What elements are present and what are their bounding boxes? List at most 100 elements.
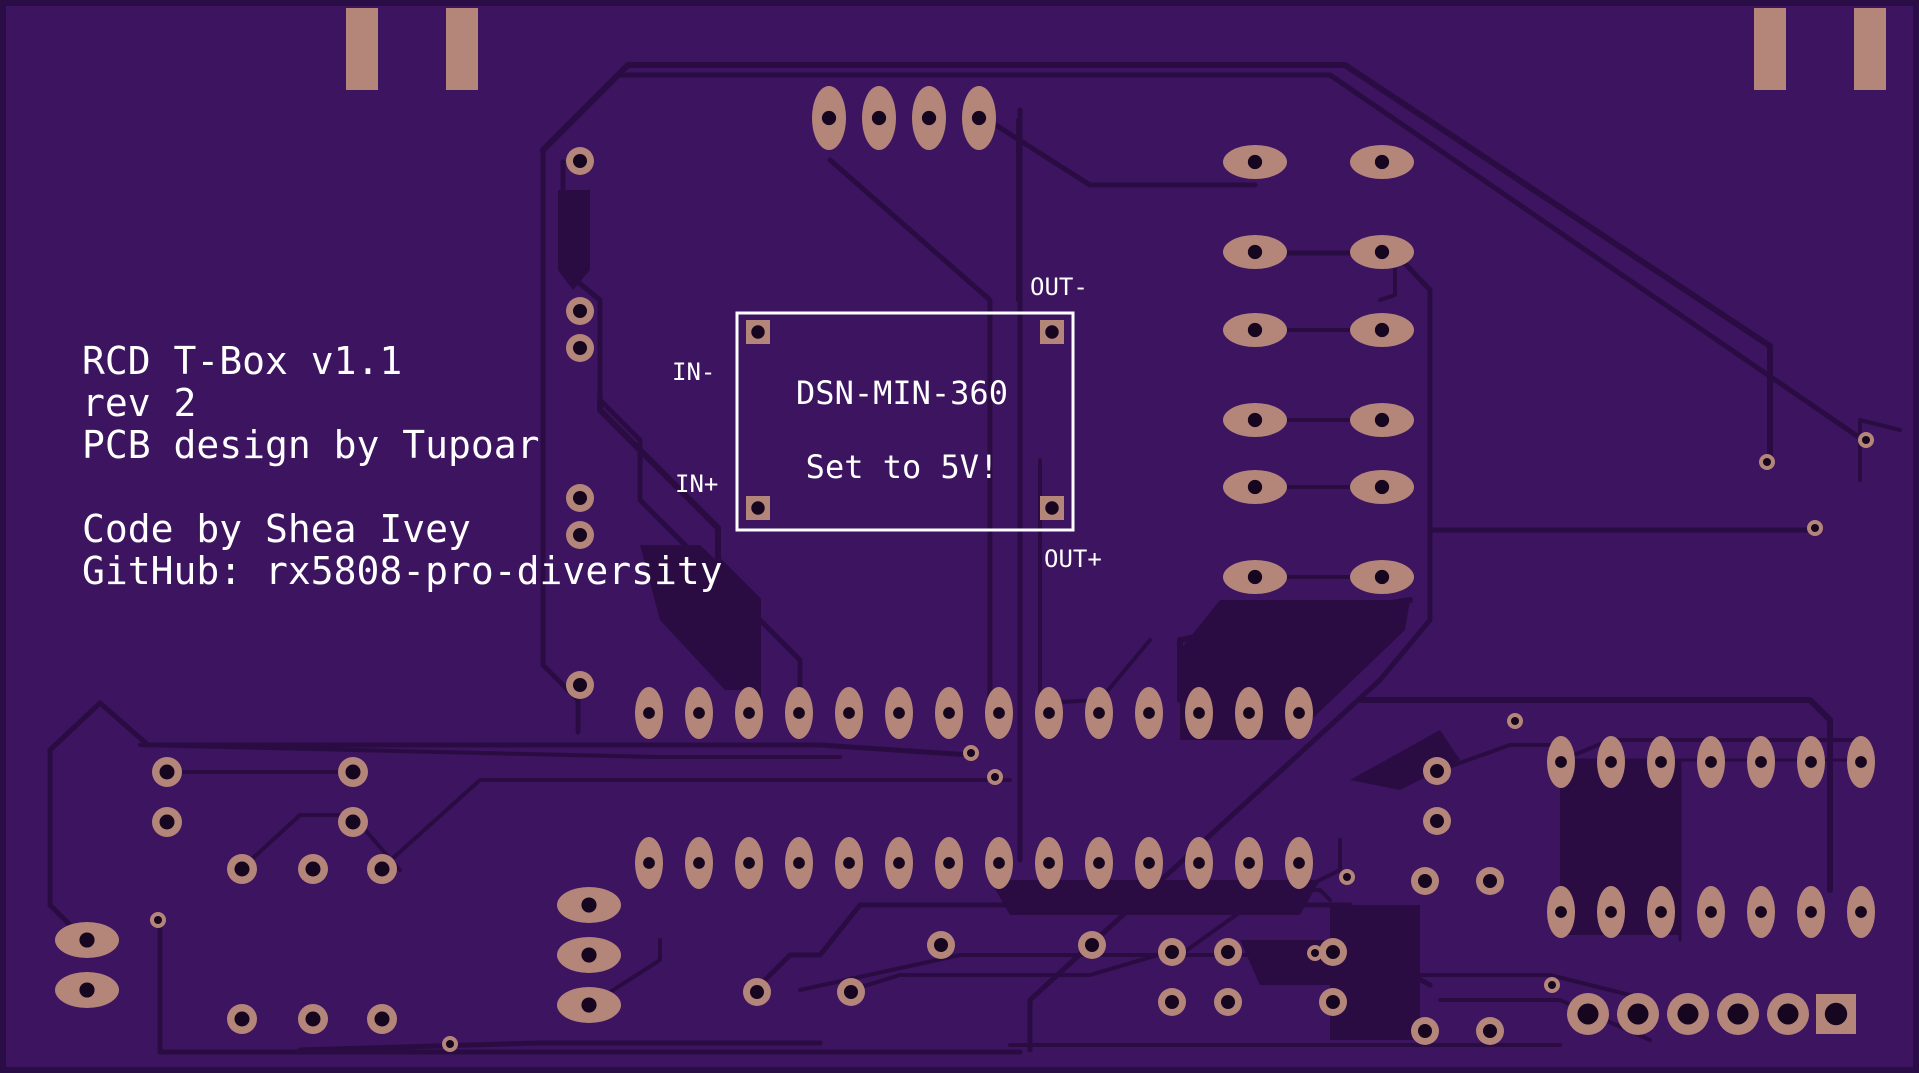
component-pad — [338, 757, 368, 787]
component-pad — [227, 1004, 257, 1034]
component-pad — [1411, 1017, 1439, 1045]
switch-pad — [1350, 403, 1414, 437]
copper-pour — [1350, 730, 1460, 790]
rx-pin — [1597, 886, 1625, 938]
component-pad — [1158, 938, 1186, 966]
rx-pin — [1697, 736, 1725, 788]
label-in-minus: IN- — [672, 358, 715, 386]
header-pin — [962, 86, 996, 150]
via — [566, 147, 594, 175]
mcu-pin — [1285, 687, 1313, 739]
pads-layer — [55, 8, 1886, 1052]
mcu-pin — [835, 687, 863, 739]
buzzer-pad — [557, 937, 621, 973]
mcu-pin — [1135, 687, 1163, 739]
mcu-pin — [685, 687, 713, 739]
silkscreen: RCD T-Box v1.1 rev 2 PCB design by Tupoa… — [82, 273, 1102, 593]
trace — [540, 147, 581, 735]
copper-pour — [1330, 905, 1420, 1040]
component-pad — [152, 757, 182, 787]
trace — [1858, 418, 1902, 482]
component-pad — [1423, 807, 1451, 835]
switch-pad — [1223, 145, 1287, 179]
mcu-pin — [885, 687, 913, 739]
rx-pin — [1647, 736, 1675, 788]
mcu-pin — [1085, 837, 1113, 889]
mcu-pin — [1085, 687, 1113, 739]
board-info-line-2: rev 2 — [82, 381, 196, 425]
edge-connector-pad — [446, 8, 478, 90]
mcu-pin — [1185, 687, 1213, 739]
mcu-pin — [1185, 837, 1213, 889]
power-pad — [55, 922, 119, 958]
trace — [138, 743, 842, 759]
via — [442, 1036, 458, 1052]
mcu-pin — [785, 687, 813, 739]
mcu-pin — [1035, 837, 1063, 889]
component-pad — [1078, 931, 1106, 959]
edge-connector-pad — [346, 8, 378, 90]
mcu-pin — [985, 687, 1013, 739]
switch-pad — [1223, 403, 1287, 437]
buzzer-pad — [557, 987, 621, 1023]
component-pad — [1476, 867, 1504, 895]
component-pad — [1214, 988, 1242, 1016]
copper-pour — [1560, 760, 1680, 935]
component-pad — [1319, 988, 1347, 1016]
via — [150, 912, 166, 928]
rx-pin — [1647, 886, 1675, 938]
component-pad — [152, 807, 182, 837]
header-pin — [1667, 993, 1709, 1035]
component-pad — [298, 854, 328, 884]
trace — [617, 72, 1863, 441]
switch-pad — [1223, 235, 1287, 269]
header-pin — [1617, 993, 1659, 1035]
component-pad — [1214, 938, 1242, 966]
mcu-pin — [1235, 687, 1263, 739]
via — [566, 334, 594, 362]
mcu-pin — [835, 837, 863, 889]
module-name: DSN-MIN-360 — [796, 374, 1008, 412]
header-pin — [1567, 993, 1609, 1035]
header-pin — [912, 86, 946, 150]
component-pad — [743, 978, 771, 1006]
module-pad-out-plus — [1040, 496, 1064, 520]
switch-pad — [1350, 470, 1414, 504]
switch-pad — [1350, 560, 1414, 594]
header-pin-square — [1816, 994, 1856, 1034]
via — [1307, 945, 1323, 961]
edge-connector-pad — [1754, 8, 1786, 90]
switch-pad — [1350, 235, 1414, 269]
via — [566, 484, 594, 512]
component-pad — [1411, 867, 1439, 895]
mcu-pin — [635, 837, 663, 889]
component-pad — [1158, 988, 1186, 1016]
via — [963, 745, 979, 761]
component-pad — [367, 1004, 397, 1034]
copper-pour — [558, 190, 590, 290]
component-pad — [367, 854, 397, 884]
buzzer-pad — [557, 887, 621, 923]
rx-pin — [1547, 886, 1575, 938]
mcu-pin — [685, 837, 713, 889]
trace — [380, 778, 1012, 870]
module-pad-in-minus — [746, 320, 770, 344]
mcu-pin — [985, 837, 1013, 889]
rx-pin — [1597, 736, 1625, 788]
trace — [297, 1040, 823, 1053]
component-pad — [227, 854, 257, 884]
rx-pin — [1697, 886, 1725, 938]
mcu-pin — [735, 687, 763, 739]
via — [1339, 869, 1355, 885]
mcu-pin — [935, 837, 963, 889]
copper-pours — [558, 190, 1680, 1040]
rx-pin — [1797, 886, 1825, 938]
component-pad — [1319, 938, 1347, 966]
copper-pour — [640, 545, 758, 690]
trace — [1438, 998, 1652, 1042]
board-info-line-3: PCB design by Tupoar — [82, 423, 540, 467]
header-pin — [812, 86, 846, 150]
via — [987, 769, 1003, 785]
